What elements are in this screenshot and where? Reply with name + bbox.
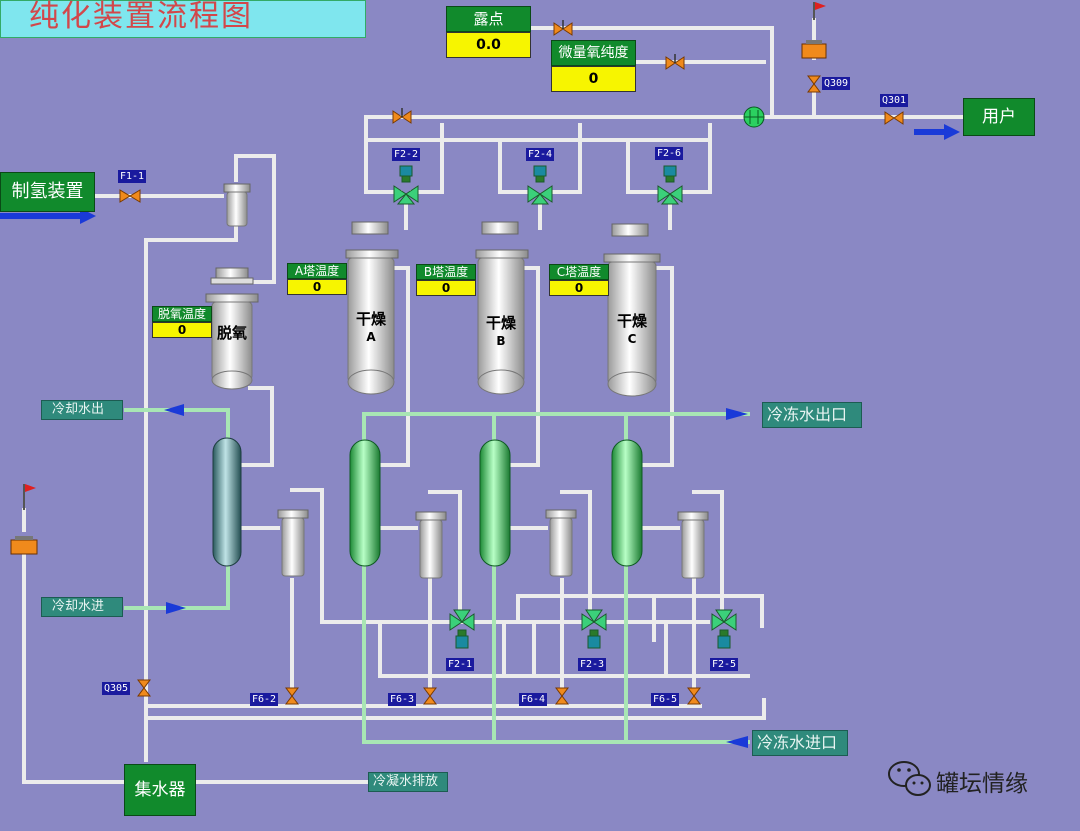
valve-tag-f2-4[interactable]: F2-4 — [526, 148, 555, 161]
dryer-a-label: 干燥 — [355, 310, 386, 328]
tower-a-temp-display: 0 — [287, 279, 347, 295]
cooling-water-out-label: 冷却水出 — [41, 400, 123, 420]
chilled-coolers — [349, 439, 643, 567]
dew-point-display: 0.0 — [446, 32, 531, 58]
vent-pots — [10, 2, 827, 555]
valve-tag-f6-2[interactable]: F6-2 — [250, 693, 279, 706]
tower-c-temp-display: 0 — [549, 280, 609, 296]
inlet-filter — [223, 183, 251, 227]
cooling-pipes — [124, 408, 750, 744]
deox-temp-display: 0 — [152, 322, 212, 338]
gas-pipes — [22, 18, 964, 784]
gate-valves — [119, 22, 904, 705]
watermark-text: 罐坛情缘 — [936, 771, 1028, 797]
hydrogen-unit[interactable]: 制氢装置 — [0, 172, 95, 212]
water-cooler — [212, 437, 242, 567]
tower-b-temp-label: B塔温度 — [416, 264, 476, 280]
condensate-drain-label: 冷凝水排放 — [368, 772, 448, 792]
tower-c-temp-label: C塔温度 — [549, 264, 609, 280]
dew-point-label: 露点 — [446, 6, 531, 32]
dryer-c-letter: C — [627, 332, 637, 346]
tower-a-temp-label: A塔温度 — [287, 263, 347, 279]
dryer-a-letter: A — [366, 330, 376, 344]
valve-tag-f1-1[interactable]: F1-1 — [118, 170, 147, 183]
valve-tag-f6-4[interactable]: F6-4 — [519, 693, 548, 706]
dryer-b-label: 干燥 — [485, 314, 516, 332]
valve-tag-f2-5[interactable]: F2-5 — [710, 658, 739, 671]
dryer-c-label: 干燥 — [616, 312, 647, 330]
page-title: 纯化装置流程图 — [0, 0, 366, 38]
chilled-water-out-label: 冷冻水出口 — [762, 402, 862, 428]
valve-tag-q301[interactable]: Q301 — [880, 94, 909, 107]
dryer-a — [345, 221, 399, 395]
valve-tag-f2-6[interactable]: F2-6 — [655, 147, 684, 160]
cooling-water-in-label: 冷却水进 — [41, 597, 123, 617]
deoxidizer-vessel — [205, 267, 259, 390]
valve-tag-f2-3[interactable]: F2-3 — [578, 658, 607, 671]
control-valves — [393, 165, 737, 649]
valve-tag-f6-3[interactable]: F6-3 — [388, 693, 417, 706]
valve-tag-f2-2[interactable]: F2-2 — [392, 148, 421, 161]
separators — [277, 509, 709, 579]
dryer-b-letter: B — [496, 334, 506, 348]
flow-arrows — [0, 124, 960, 748]
valve-tag-f6-5[interactable]: F6-5 — [651, 693, 680, 706]
chilled-water-in-label: 冷冻水进口 — [752, 730, 848, 756]
deox-label: 脱氧 — [216, 324, 247, 342]
water-collector[interactable]: 集水器 — [124, 764, 196, 816]
tower-b-temp-display: 0 — [416, 280, 476, 296]
trace-oxygen-label: 微量氧纯度 — [551, 40, 636, 66]
valve-tag-q309[interactable]: Q309 — [822, 77, 851, 90]
user-terminal[interactable]: 用户 — [963, 98, 1035, 136]
dryer-c — [603, 223, 661, 397]
valve-tag-f2-1[interactable]: F2-1 — [446, 658, 475, 671]
valve-handles — [401, 20, 676, 117]
valve-tag-q305[interactable]: Q305 — [102, 682, 131, 695]
trace-oxygen-display: 0 — [551, 66, 636, 92]
deox-temp-label: 脱氧温度 — [152, 306, 212, 322]
flow-meter — [743, 106, 765, 128]
dryer-b — [475, 221, 529, 395]
